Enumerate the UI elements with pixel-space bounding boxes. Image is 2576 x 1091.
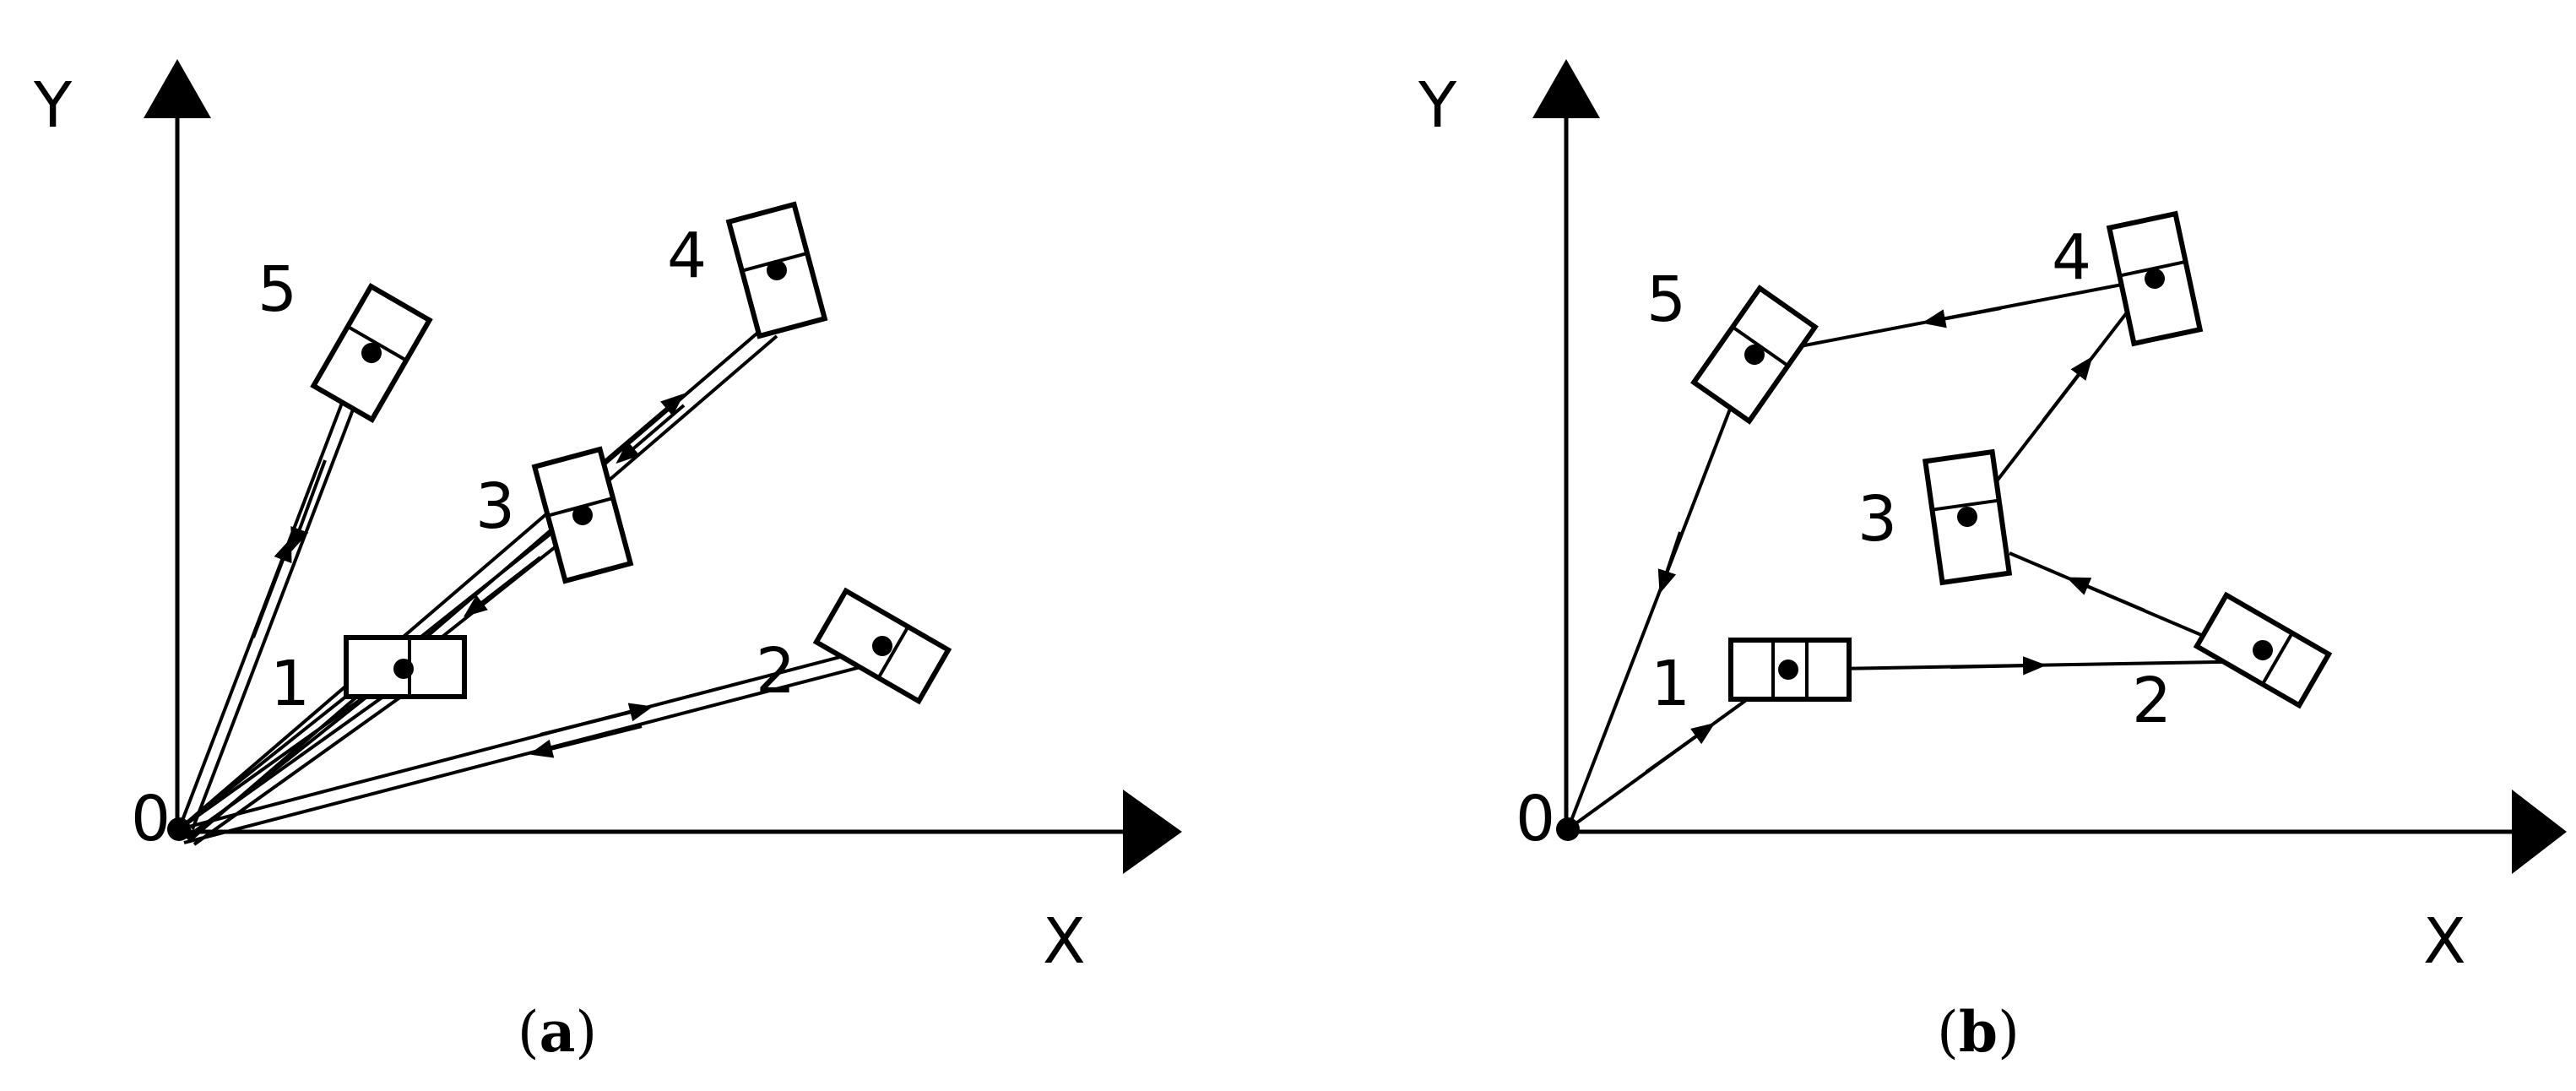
arrow-back-3 xyxy=(463,556,542,617)
y-axis-label-b: Y xyxy=(1418,69,1457,142)
point-label-a-4: 4 xyxy=(667,220,707,292)
point-label-b-5: 5 xyxy=(1646,263,1686,336)
arrow-back-4 xyxy=(616,404,686,464)
origin-label-b: 0 xyxy=(1516,783,1555,855)
part-a-1 xyxy=(344,635,467,699)
y-axis-arrowhead-b xyxy=(1532,59,1600,118)
arrow-5-0 xyxy=(1657,531,1682,594)
part-b-4 xyxy=(2106,210,2204,347)
part-b-1 xyxy=(1728,638,1852,702)
panel-a: Y X 0 xyxy=(33,59,1182,1065)
point-label-a-3: 3 xyxy=(475,470,515,543)
arrow-out-2 xyxy=(540,703,653,736)
caption-b: (b) xyxy=(1937,999,2020,1065)
point-label-b-3: 3 xyxy=(1857,483,1897,556)
part-a-2 xyxy=(812,587,952,705)
point-label-a-5: 5 xyxy=(258,253,297,326)
point-label-b-1: 1 xyxy=(1651,648,1690,720)
arrow-0-1 xyxy=(1645,722,1716,773)
part-a-5 xyxy=(310,283,433,423)
x-axis-label-b: X xyxy=(2423,905,2466,978)
point-label-b-2: 2 xyxy=(2132,665,2172,737)
arrow-4-5 xyxy=(1922,307,2002,328)
arrow-out-5 xyxy=(252,537,292,638)
arrow-2-3 xyxy=(2066,577,2145,612)
point-label-b-4: 4 xyxy=(2052,221,2091,294)
point-label-a-1: 1 xyxy=(270,648,310,720)
part-a-3 xyxy=(531,446,634,584)
arrow-back-5 xyxy=(290,459,327,552)
x-axis-arrowhead-b xyxy=(2512,790,2567,874)
panel-b: Y X 0 xyxy=(1418,59,2567,1065)
arrow-back-2 xyxy=(529,725,643,758)
point-label-a-2: 2 xyxy=(756,635,795,708)
y-axis-arrowhead-a xyxy=(144,59,211,118)
route-path-b xyxy=(1566,277,2264,831)
part-b-5 xyxy=(1690,285,1819,425)
arrow-3-4 xyxy=(2042,356,2093,422)
arrow-1-2 xyxy=(1950,656,2047,676)
y-axis-label-a: Y xyxy=(33,69,73,142)
x-axis-label-a: X xyxy=(1043,905,1086,978)
radial-paths-a xyxy=(177,323,887,846)
part-a-4 xyxy=(725,201,828,339)
origin-label-a: 0 xyxy=(131,783,171,855)
part-b-2 xyxy=(2193,591,2333,709)
part-b-3 xyxy=(1922,448,2013,586)
x-axis-arrowhead-a xyxy=(1123,790,1182,874)
caption-a: (a) xyxy=(518,999,597,1065)
